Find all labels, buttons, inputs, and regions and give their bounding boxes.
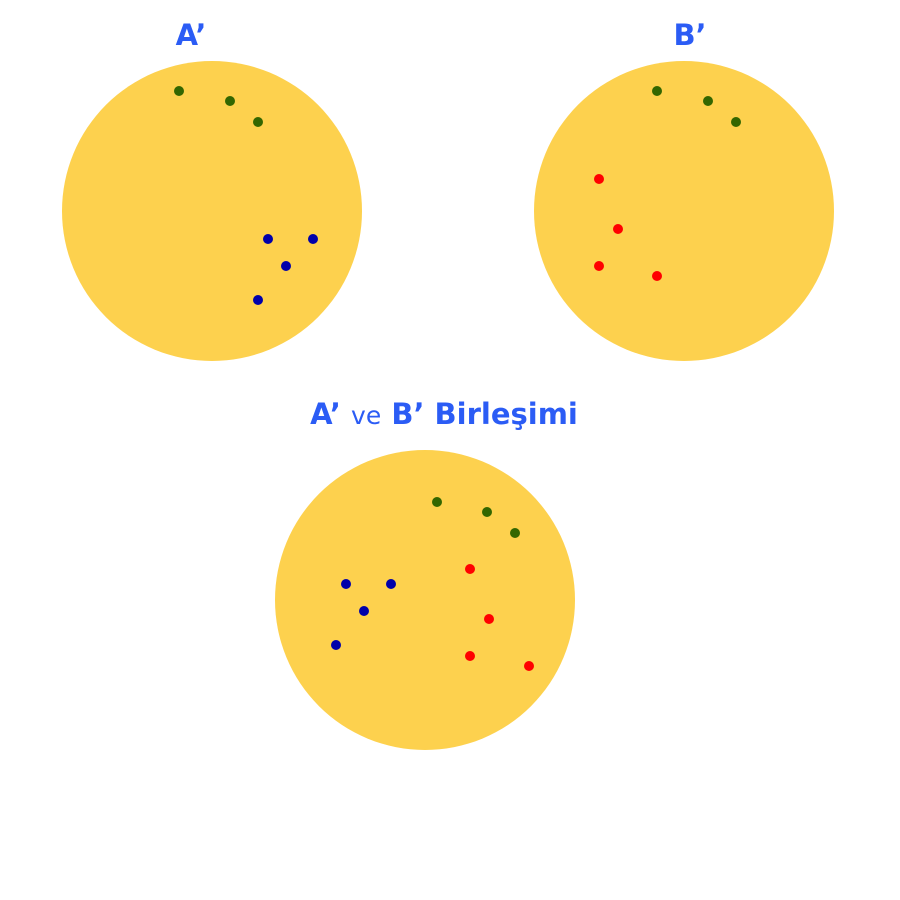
set-union-circle <box>275 450 575 750</box>
set-union-element-red-2 <box>484 614 494 624</box>
set-union-element-blue-3 <box>359 606 369 616</box>
set-union-element-red-1 <box>465 564 475 574</box>
set-union-element-red-3 <box>465 651 475 661</box>
union-label-conjunction: ve <box>351 401 382 430</box>
union-label-b: B’ Birleşimi <box>391 397 578 431</box>
set-b-element-red-1 <box>594 174 604 184</box>
set-union-element-green-3 <box>510 528 520 538</box>
set-a-element-green-1 <box>174 86 184 96</box>
set-a-element-green-3 <box>253 117 263 127</box>
set-union-elements <box>331 497 534 671</box>
set-b-element-red-2 <box>613 224 623 234</box>
union-label-a: A’ <box>310 397 341 431</box>
set-b-circle <box>534 61 834 361</box>
set-union-element-red-4 <box>524 661 534 671</box>
set-b <box>534 61 834 361</box>
set-a-element-green-2 <box>225 96 235 106</box>
set-b-elements <box>594 86 741 281</box>
set-b-element-red-4 <box>652 271 662 281</box>
set-union-element-green-1 <box>432 497 442 507</box>
set-b-element-green-2 <box>703 96 713 106</box>
set-a-elements <box>174 86 318 305</box>
set-union-element-green-2 <box>482 507 492 517</box>
set-a-element-blue-1 <box>263 234 273 244</box>
set-a-element-blue-3 <box>281 261 291 271</box>
union-label: A’ ve B’ Birleşimi <box>310 400 578 429</box>
set-union-element-blue-2 <box>386 579 396 589</box>
set-a-label: A’ <box>175 18 207 52</box>
set-b-element-green-1 <box>652 86 662 96</box>
set-b-label: B’ <box>673 18 707 52</box>
set-a <box>62 61 362 361</box>
set-a-element-blue-4 <box>253 295 263 305</box>
set-b-element-green-3 <box>731 117 741 127</box>
set-a-circle <box>62 61 362 361</box>
set-union <box>275 450 575 750</box>
set-union-element-blue-4 <box>331 640 341 650</box>
set-a-element-blue-2 <box>308 234 318 244</box>
set-union-element-blue-1 <box>341 579 351 589</box>
set-b-element-red-3 <box>594 261 604 271</box>
